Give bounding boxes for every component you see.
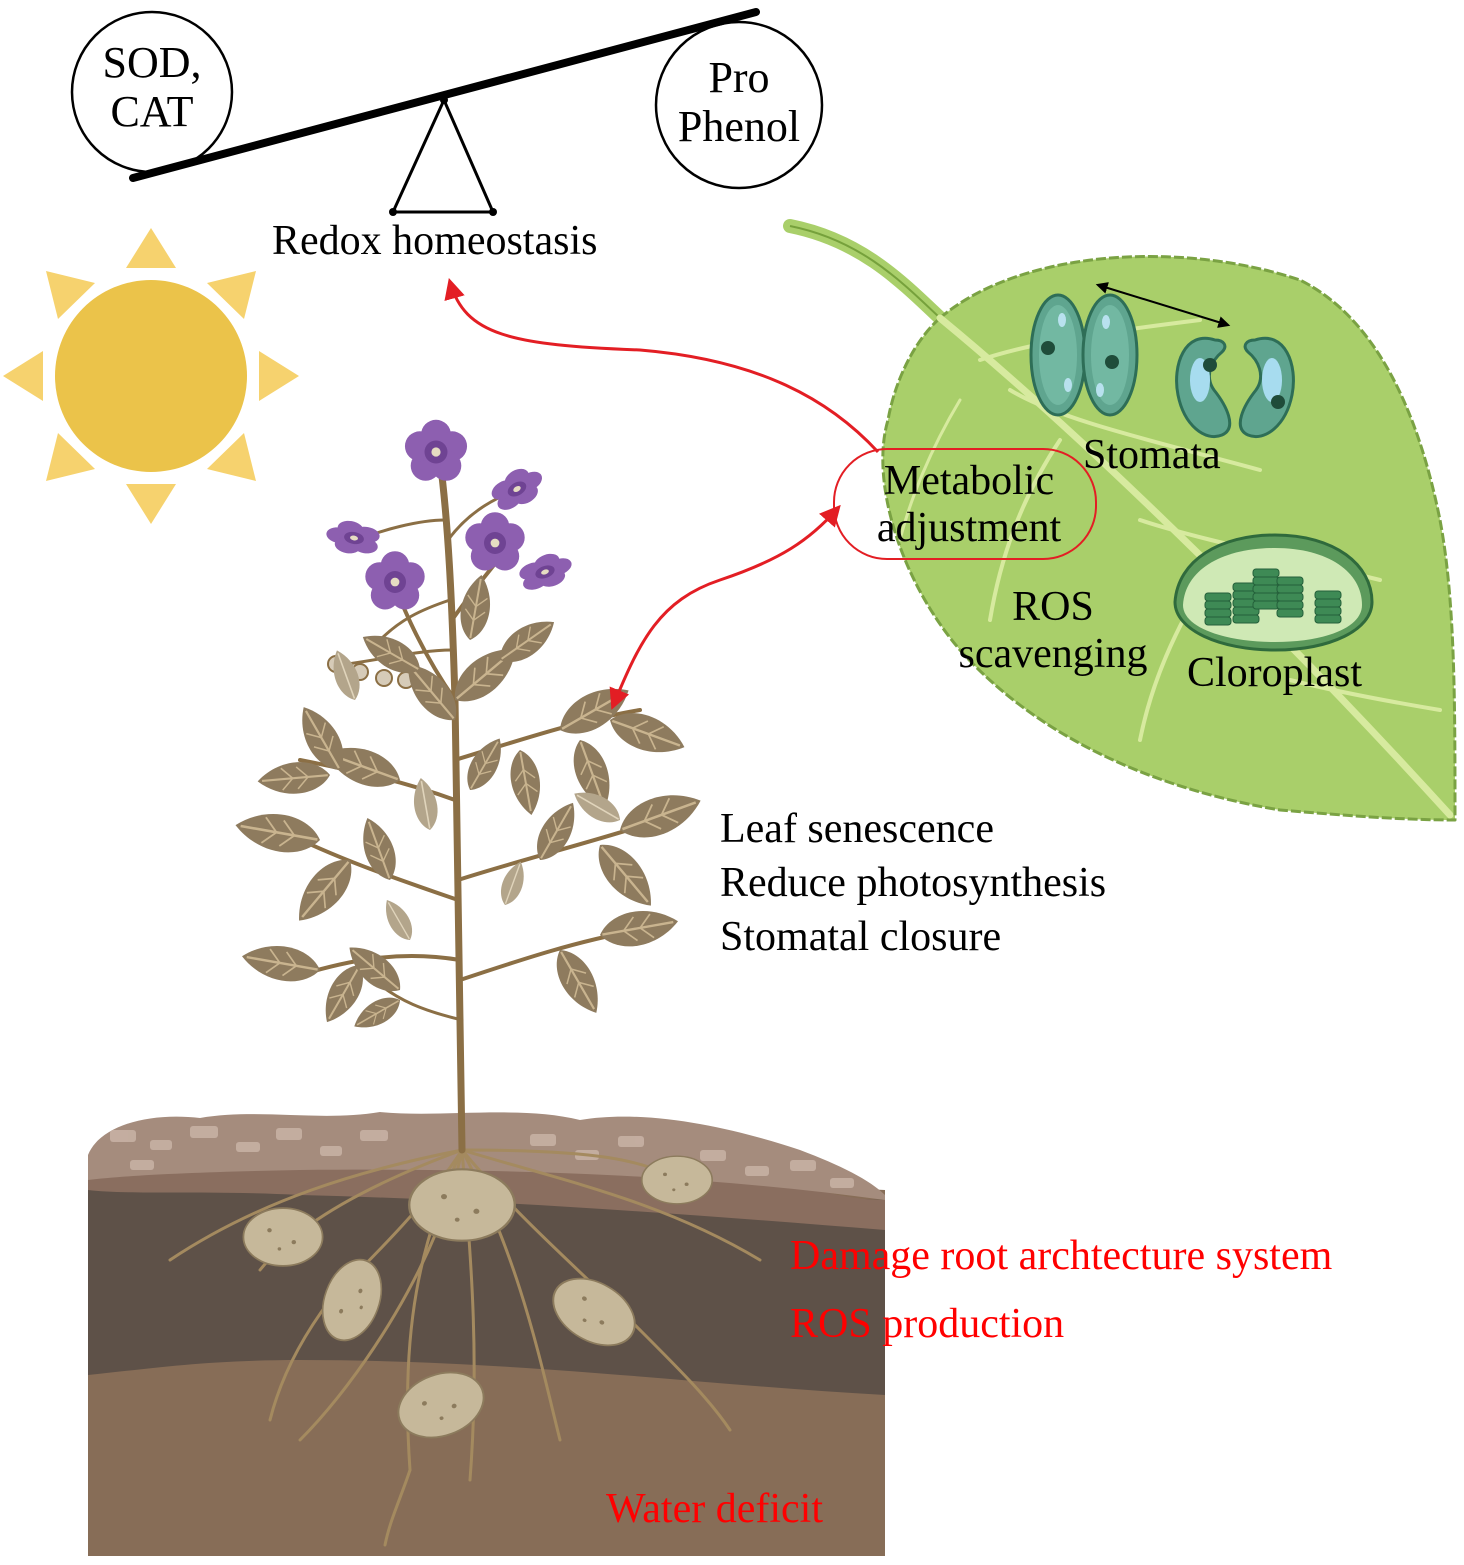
chloroplast-icon bbox=[1173, 533, 1374, 652]
balance-scale-icon bbox=[70, 8, 824, 216]
shoot-effect-item: Stomatal closure bbox=[720, 914, 1002, 960]
shoot-effect-item: Reduce photosynthesis bbox=[720, 860, 1107, 906]
root-effect-item: ROS production bbox=[790, 1301, 1065, 1347]
stomata-label: Stomata bbox=[1083, 432, 1221, 478]
brown-leaves bbox=[230, 571, 709, 1038]
arrow-to-redox bbox=[444, 277, 880, 454]
red-arrows bbox=[444, 277, 880, 710]
root-effect-item: Damage root archtecture system bbox=[790, 1233, 1333, 1279]
balance-left-label: SOD,CAT bbox=[102, 38, 202, 137]
leaf-icon bbox=[783, 219, 1457, 822]
redox-homeostasis-label: Redox homeostasis bbox=[272, 218, 598, 264]
sun-icon bbox=[3, 228, 299, 524]
root-effects-list: Damage root archtecture system ROS produ… bbox=[790, 1222, 1332, 1358]
shoot-effects-list: Leaf senescence Reduce photosynthesis St… bbox=[720, 802, 1106, 964]
water-deficit-label: Water deficit bbox=[606, 1486, 823, 1532]
metabolic-adjustment-outline bbox=[833, 448, 1097, 560]
stomata-icon bbox=[1029, 282, 1295, 438]
chloroplast-label: Cloroplast bbox=[1187, 650, 1362, 696]
arrow-plant-metabolic bbox=[609, 504, 841, 710]
potato-plant-icon bbox=[230, 419, 709, 1154]
shoot-effect-item: Leaf senescence bbox=[720, 806, 994, 852]
